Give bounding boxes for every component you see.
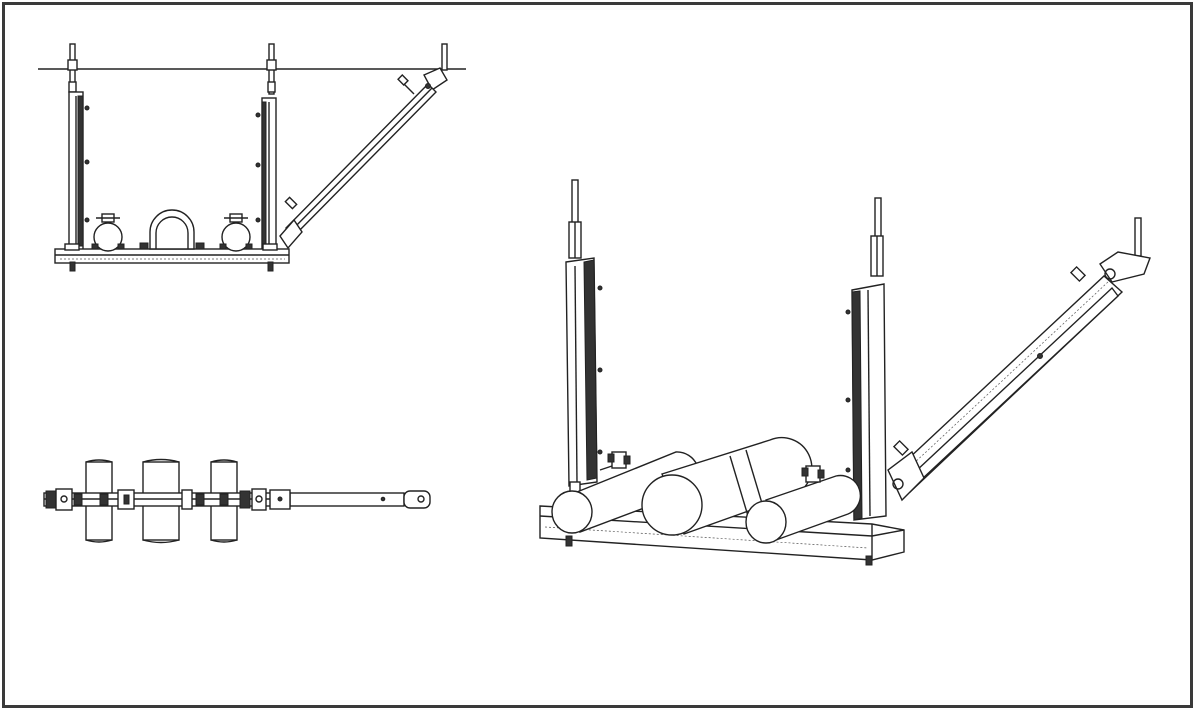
front-view	[38, 43, 466, 272]
iso-right-hanger	[845, 197, 887, 521]
iso-pipe-center	[641, 436, 813, 536]
pipe-center	[139, 209, 205, 250]
right-hanger-rod	[255, 43, 277, 251]
pipe-right	[219, 213, 253, 252]
isometric-view	[539, 179, 1151, 566]
iso-pipe-right	[745, 465, 862, 544]
plan-channel	[43, 488, 431, 511]
left-hanger-rod	[67, 43, 90, 251]
diagonal-brace	[279, 43, 448, 250]
plan-view	[43, 458, 431, 544]
iso-base-channel	[539, 505, 905, 566]
pipe-left	[91, 213, 125, 252]
iso-left-hanger	[565, 179, 603, 507]
iso-diagonal-brace	[887, 217, 1151, 502]
